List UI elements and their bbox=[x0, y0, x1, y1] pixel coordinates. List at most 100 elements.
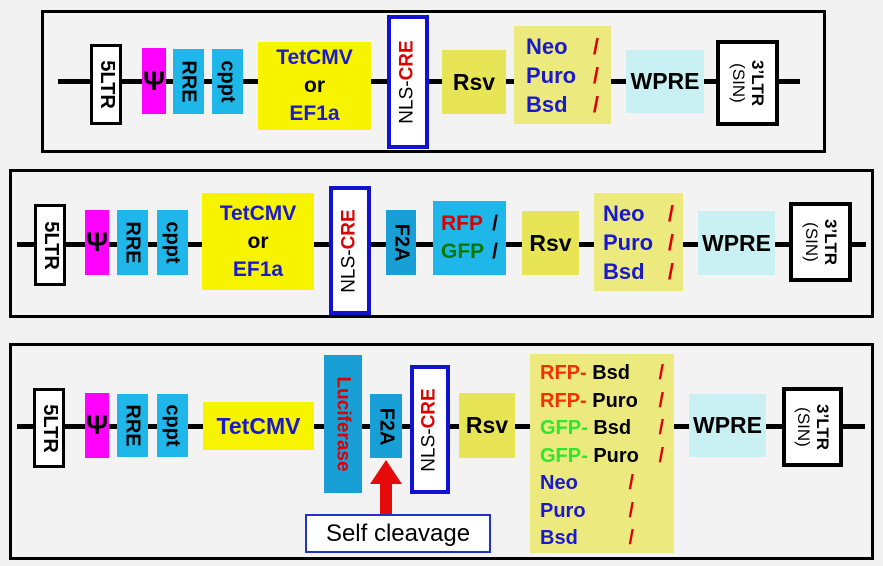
rsv-box: Rsv bbox=[522, 211, 579, 275]
promoter-line3: EF1a bbox=[289, 102, 340, 125]
nls-part: NLS- bbox=[419, 427, 441, 472]
slash: / bbox=[667, 200, 674, 226]
rre-box: RRE bbox=[173, 49, 204, 114]
psi-box: Ψ bbox=[142, 48, 166, 114]
luciferase-box: Luciferase bbox=[324, 355, 362, 493]
selection-gene: Neo bbox=[540, 472, 578, 494]
rsv-label: Rsv bbox=[529, 229, 572, 256]
ltr3-line2: (SIN) bbox=[801, 222, 821, 262]
ltr3-label: 3’LTR (SIN) bbox=[729, 60, 767, 106]
wpre-box: WPRE bbox=[626, 50, 704, 113]
slash: / bbox=[592, 91, 599, 117]
ltr3-line2: (SIN) bbox=[728, 63, 748, 103]
cppt-box: cppt bbox=[157, 210, 188, 275]
selection-gene: Bsd bbox=[593, 417, 632, 439]
ltr3-line2: (SIN) bbox=[793, 407, 813, 447]
promoter-line1: TetCMV bbox=[276, 46, 353, 69]
slash: / bbox=[592, 62, 599, 88]
ltr3-box: 3’LTR (SIN) bbox=[782, 387, 843, 467]
selection-prefix: GFP- bbox=[540, 417, 588, 439]
nls-cre-label: NLS-CRE bbox=[419, 388, 441, 471]
ltr5-label: 5LTR bbox=[39, 220, 62, 270]
nls-cre-label: NLS-CRE bbox=[339, 209, 361, 292]
wpre-box: WPRE bbox=[689, 394, 766, 457]
promoter-line3: EF1a bbox=[232, 257, 284, 281]
psi-box: Ψ bbox=[85, 393, 109, 458]
rre-label: RRE bbox=[122, 404, 145, 447]
selection-gene: Neo bbox=[526, 33, 568, 59]
ltr5-box: 5LTR bbox=[90, 44, 122, 125]
psi-label: Ψ bbox=[86, 410, 108, 440]
slash: / bbox=[667, 229, 674, 255]
ltr5-box: 5LTR bbox=[34, 204, 66, 286]
f2a-label: F2A bbox=[390, 223, 413, 262]
cppt-label: cppt bbox=[162, 404, 184, 447]
slash: / bbox=[492, 212, 498, 235]
slash: / bbox=[492, 240, 498, 263]
psi-label: Ψ bbox=[86, 227, 108, 257]
self-cleavage-arrow-icon bbox=[370, 460, 402, 484]
ltr5-label: 5LTR bbox=[38, 403, 61, 453]
promoter-box: TetCMV bbox=[203, 402, 314, 450]
selection-prefix: RFP- bbox=[540, 362, 587, 384]
cre-part: CRE bbox=[419, 387, 441, 428]
rsv-box: Rsv bbox=[442, 50, 506, 114]
promoter-box: TetCMV or EF1a bbox=[258, 42, 371, 130]
rsv-label: Rsv bbox=[452, 68, 496, 95]
cppt-box: cppt bbox=[157, 394, 188, 457]
promoter-box: TetCMV or EF1a bbox=[202, 193, 314, 290]
slash: / bbox=[658, 389, 664, 412]
wpre-box: WPRE bbox=[698, 211, 775, 275]
selection-prefix: RFP- bbox=[540, 389, 587, 412]
selection-gene: Puro bbox=[603, 229, 654, 255]
f2a-box: F2A bbox=[370, 394, 402, 458]
slash: / bbox=[667, 258, 674, 284]
selection-gene: Neo bbox=[603, 200, 645, 226]
selection-gene: Bsd bbox=[526, 91, 568, 117]
cppt-label: cppt bbox=[217, 60, 239, 103]
wpre-label: WPRE bbox=[693, 412, 762, 438]
promoter-label: TetCMV bbox=[216, 412, 301, 439]
wpre-label: WPRE bbox=[702, 229, 771, 256]
selection-gene: Bsd bbox=[603, 258, 645, 284]
slash: / bbox=[658, 417, 664, 439]
self-cleavage-label: Self cleavage bbox=[325, 519, 471, 547]
slash: / bbox=[658, 444, 664, 467]
self-cleavage-arrow-shaft bbox=[380, 482, 392, 514]
ltr3-label: 3’LTR (SIN) bbox=[802, 219, 840, 265]
selection-gene: Puro bbox=[526, 62, 577, 88]
nls-part: NLS- bbox=[397, 80, 419, 124]
rre-box: RRE bbox=[117, 394, 148, 457]
reporter-box: RFP / GFP / bbox=[433, 201, 506, 275]
f2a-box: F2A bbox=[386, 210, 416, 275]
wpre-label: WPRE bbox=[630, 68, 700, 94]
slash: / bbox=[628, 527, 634, 549]
rre-label: RRE bbox=[178, 60, 201, 103]
selection-box: RFP- Bsd/ RFP- Puro/ GFP- Bsd/ GFP- Puro… bbox=[530, 354, 674, 553]
slash: / bbox=[628, 499, 634, 522]
slash: / bbox=[592, 33, 599, 59]
self-cleavage-callout: Self cleavage bbox=[305, 514, 491, 553]
selection-gene: Puro bbox=[593, 444, 639, 467]
promoter-line2: or bbox=[304, 74, 325, 97]
ltr3-line1: 3’LTR bbox=[812, 404, 832, 450]
selection-prefix: GFP- bbox=[540, 444, 588, 467]
selection-box: Neo / Puro / Bsd / bbox=[594, 193, 683, 291]
selection-gene: Bsd bbox=[540, 527, 578, 549]
reporter-gene: RFP bbox=[441, 212, 483, 235]
luciferase-label: Luciferase bbox=[333, 376, 355, 472]
cppt-label: cppt bbox=[162, 221, 184, 264]
reporter-gene: GFP bbox=[441, 240, 485, 263]
nls-cre-box: NLS-CRE bbox=[329, 186, 371, 315]
ltr5-label: 5LTR bbox=[95, 60, 118, 109]
nls-part: NLS- bbox=[339, 248, 361, 293]
selection-box: Neo / Puro / Bsd / bbox=[514, 26, 611, 124]
rsv-label: Rsv bbox=[465, 412, 509, 438]
cppt-box: cppt bbox=[212, 49, 243, 114]
ltr3-box: 3’LTR (SIN) bbox=[716, 40, 779, 126]
selection-gene: Bsd bbox=[592, 362, 631, 384]
rre-label: RRE bbox=[122, 221, 145, 264]
nls-cre-box: NLS-CRE bbox=[387, 15, 429, 149]
ltr3-label: 3’LTR (SIN) bbox=[794, 404, 832, 450]
ltr3-line1: 3’LTR bbox=[820, 219, 840, 265]
